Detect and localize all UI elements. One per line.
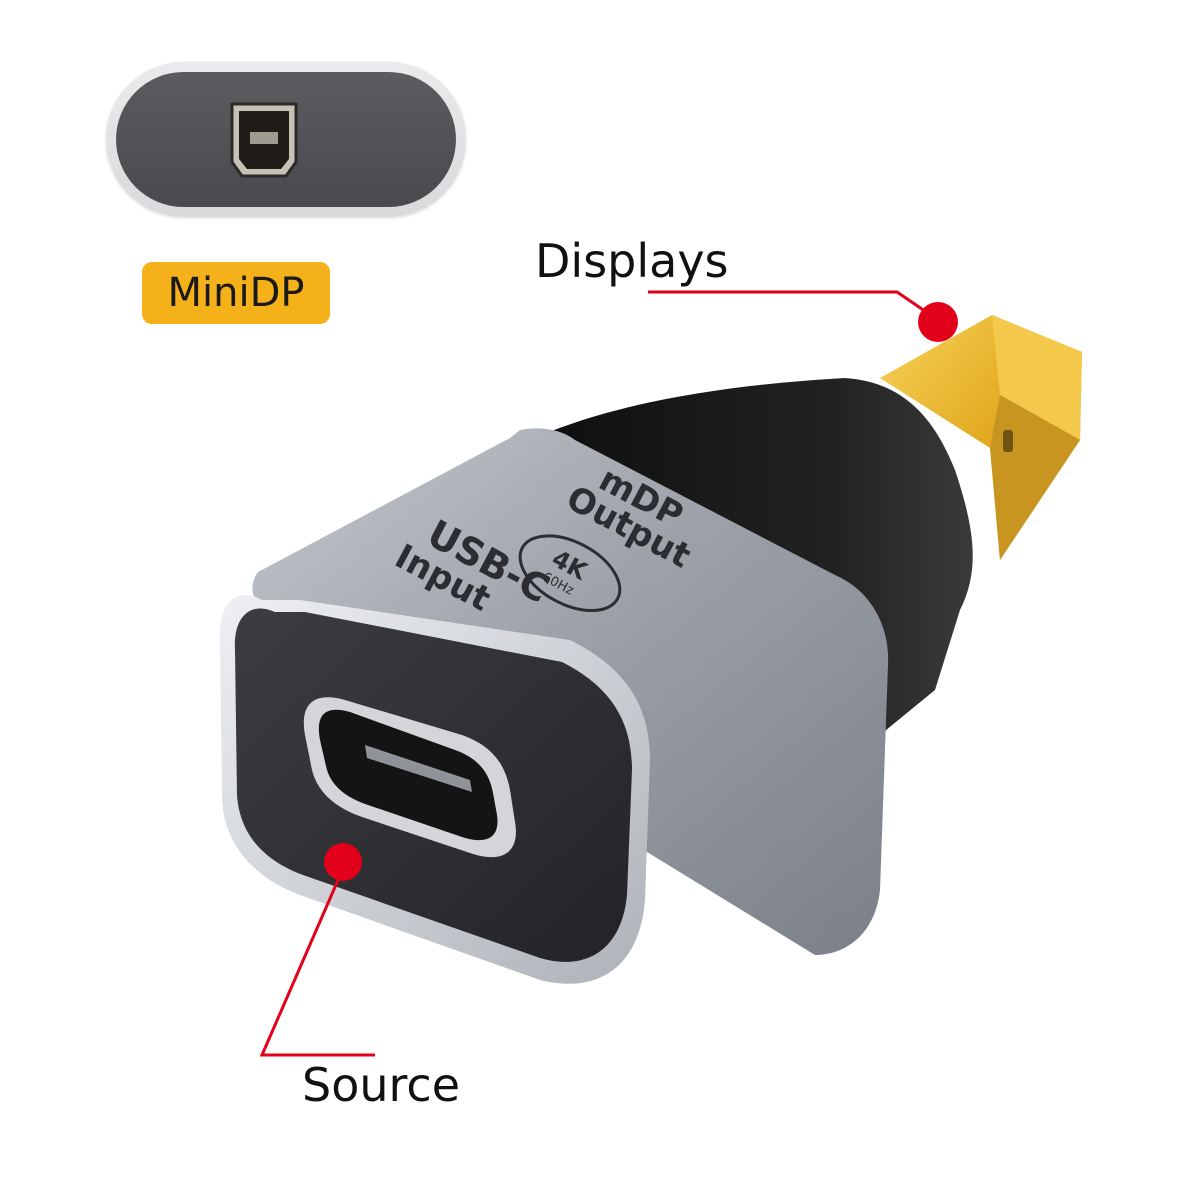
- displays-callout-dot: [918, 302, 958, 342]
- displays-label: Displays: [535, 234, 729, 288]
- minidp-badge: MiniDP: [142, 262, 330, 324]
- source-callout: [259, 843, 375, 1057]
- minidp-plug: [880, 315, 1082, 560]
- minidp-port-icon: [230, 102, 298, 178]
- usb-c-port: [303, 697, 516, 858]
- displays-callout: [648, 290, 958, 342]
- minidp-port-closeup: [106, 62, 466, 217]
- 4k-badge-ring: [518, 534, 622, 613]
- source-label: Source: [302, 1058, 460, 1112]
- source-callout-dot: [324, 843, 362, 881]
